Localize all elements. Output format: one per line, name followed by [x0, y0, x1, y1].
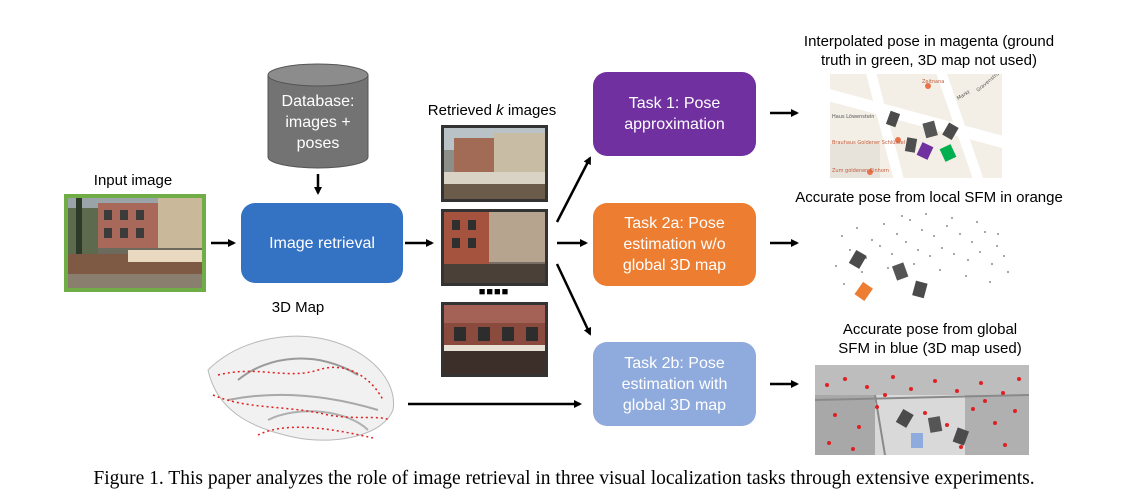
task1-map-graphic: Zeitnana Haus Löwenstein Brauhaus Golden…: [830, 74, 1002, 178]
task2a-result-label: Accurate pose from local SFM in orange: [795, 189, 1063, 206]
input-image: [64, 194, 206, 292]
map-text-1: Zeitnana: [922, 79, 944, 85]
map-text-4: Zum goldenen Einhorn: [832, 168, 889, 174]
retrieved-photo-3-graphic: [444, 305, 545, 374]
task2a-label: Task 2a: Pose estimation w/o global 3D m…: [622, 215, 727, 274]
database-label: Database: images + poses: [281, 93, 355, 152]
retrieved-label-k: k: [496, 102, 504, 119]
image-retrieval-label: Image retrieval: [269, 234, 375, 252]
3d-map-label: 3D Map: [271, 299, 325, 316]
retrieved-images-label: Retrieved k images: [412, 101, 572, 120]
task2a-box: Task 2a: Pose estimation w/o global 3D m…: [593, 203, 756, 286]
input-photo-graphic: [68, 198, 202, 288]
retrieved-image-3: [441, 302, 548, 377]
3d-map-image: [198, 320, 408, 448]
task2b-sfm-image: [815, 365, 1029, 455]
task2b-label: Task 2b: Pose estimation with global 3D …: [621, 354, 728, 414]
task1-result-label: Interpolated pose in magenta (ground tru…: [803, 33, 1055, 69]
task1-label: Task 1: Pose approximation: [624, 95, 725, 133]
image-retrieval-box: Image retrieval: [241, 203, 403, 283]
task1-map-image: Zeitnana Haus Löwenstein Brauhaus Golden…: [830, 74, 1002, 178]
map-text-3: Brauhaus Goldener Schlüssel: [832, 140, 905, 146]
task2b-box: Task 2b: Pose estimation with global 3D …: [593, 342, 756, 426]
task2b-result-label: Accurate pose from global SFM in blue (3…: [838, 321, 1022, 357]
arrow-images-to-task1: [555, 156, 592, 223]
retrieved-image-1: [441, 125, 548, 202]
arrow-images-to-task2b: [555, 263, 592, 336]
database-cylinder: Database: images + poses: [267, 63, 369, 169]
retrieved-photo-1-graphic: [444, 128, 545, 199]
map-text-2: Haus Löwenstein: [832, 114, 874, 120]
3d-map-graphic: [207, 335, 395, 441]
input-image-label: Input image: [93, 172, 173, 189]
retrieved-label-suffix: images: [503, 102, 557, 119]
retrieved-photo-2-graphic: [444, 212, 545, 283]
retrieved-image-2: [441, 209, 548, 286]
task1-box: Task 1: Pose approximation: [593, 72, 756, 156]
database-icon: [267, 63, 369, 169]
task2b-sfm-graphic: [815, 365, 1029, 455]
task2a-sfm-graphic: [835, 213, 1009, 301]
retrieved-label-prefix: Retrieved: [427, 102, 497, 119]
figure-caption: Figure 1. This paper analyzes the role o…: [93, 468, 1035, 489]
task2a-sfm-image: [822, 206, 1012, 310]
more-images-dots: ■■■■: [478, 286, 510, 298]
